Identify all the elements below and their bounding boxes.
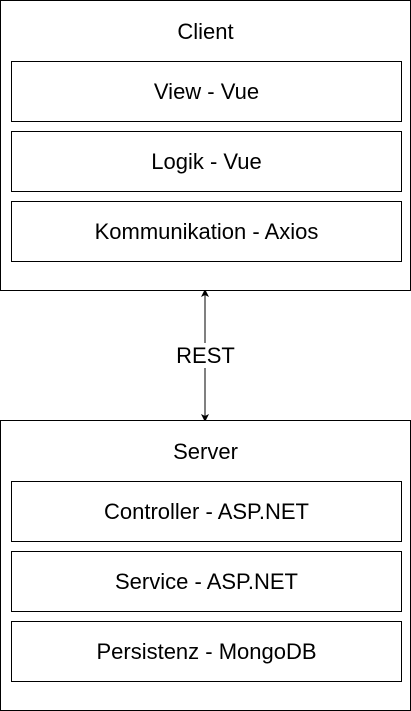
server-tier-title: Server bbox=[173, 439, 238, 464]
rest-label: REST bbox=[0, 343, 411, 369]
rest-label-text: REST bbox=[174, 343, 237, 368]
client-layer-view: View - Vue bbox=[11, 61, 402, 122]
server-layer-persistence: Persistenz - MongoDB bbox=[11, 621, 402, 682]
server-layer-service: Service - ASP.NET bbox=[11, 551, 402, 612]
client-tier-title: Client bbox=[177, 19, 234, 44]
server-tier-box: Server Controller - ASP.NET Service - AS… bbox=[0, 420, 411, 711]
server-layer-controller: Controller - ASP.NET bbox=[11, 481, 402, 542]
client-layer-communication: Kommunikation - Axios bbox=[11, 201, 402, 262]
client-tier-box: Client View - Vue Logik - Vue Kommunikat… bbox=[0, 0, 411, 291]
client-layer-logic: Logik - Vue bbox=[11, 131, 402, 192]
